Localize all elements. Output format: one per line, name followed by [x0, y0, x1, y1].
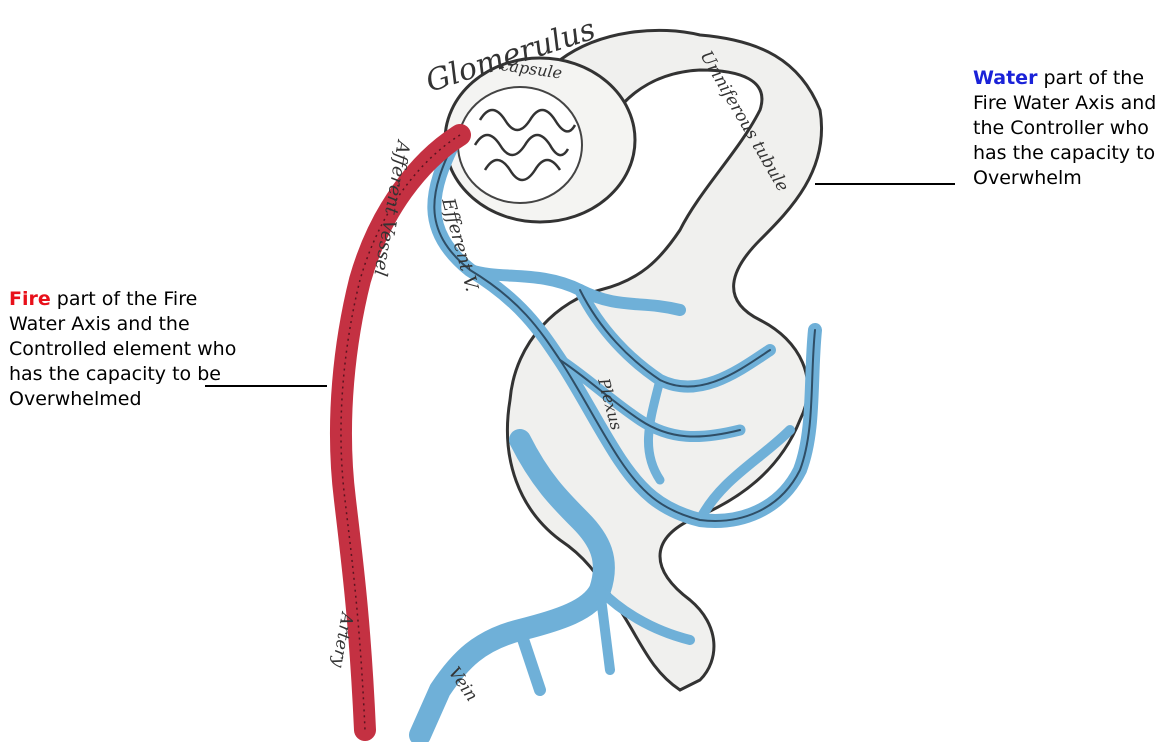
fire-keyword: Fire	[9, 288, 51, 310]
water-callout: Water part of the Fire Water Axis and th…	[973, 66, 1173, 191]
fire-leader-line	[205, 385, 327, 387]
fire-callout: Fire part of the Fire Water Axis and the…	[9, 287, 259, 412]
label-afferent-vessel: Afferent Vessel	[369, 137, 414, 278]
water-leader-line	[815, 183, 955, 185]
water-keyword: Water	[973, 67, 1037, 89]
